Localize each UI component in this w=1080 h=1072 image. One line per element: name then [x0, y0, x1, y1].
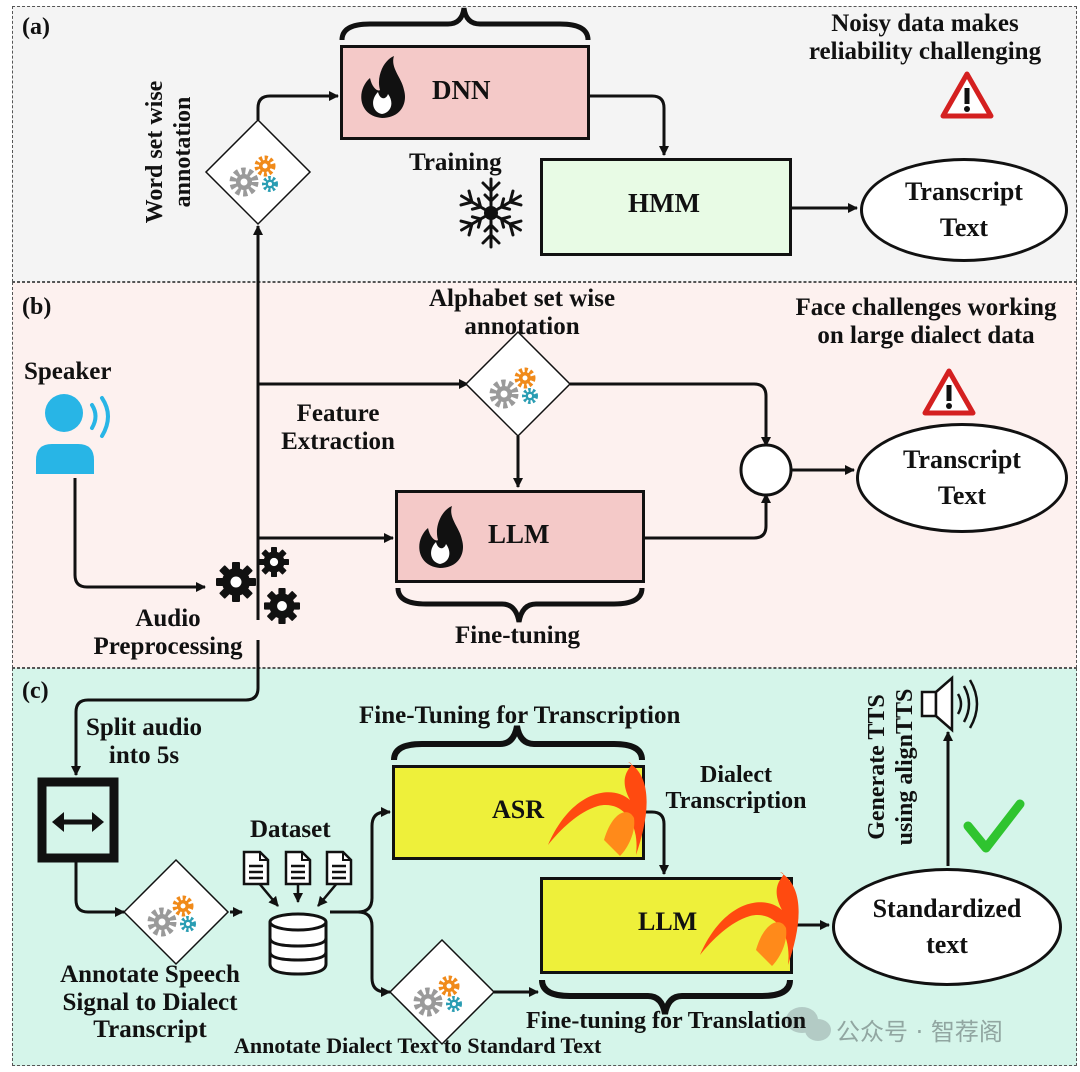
gears-icon: [390, 940, 494, 1044]
split-icon: [37, 777, 119, 863]
split-line1: Split audio: [85, 714, 203, 741]
alphabet-annotation-label: Alphabet set wise annotation: [429, 285, 615, 340]
fire-icon: [419, 506, 464, 568]
split-audio-label: Split audio into 5s: [86, 714, 202, 769]
annotate-text-label: Annotate Dialect Text to Standard Text: [234, 1033, 602, 1058]
standardized-line1: Standardized: [872, 893, 1022, 923]
transcript-text-b: Transcript Text: [856, 423, 1068, 533]
brace-asr: [391, 725, 645, 761]
speaker-label: Speaker: [24, 358, 112, 385]
dialect-line1: Dialect: [700, 762, 772, 788]
tts-line2: using alignTTS: [891, 688, 918, 846]
sound-icon: [920, 675, 979, 733]
connector-lines-c: [71, 640, 953, 997]
combine-circle: [739, 443, 793, 497]
annotation-line2: annotation: [464, 312, 580, 340]
fire-icon: [361, 56, 406, 118]
gears-icon: [466, 332, 570, 436]
warning-line1: Face challenges working: [795, 294, 1057, 321]
brace-llm-c: [539, 979, 793, 1015]
warning-icon: [922, 368, 976, 416]
brace-dnn: [339, 7, 591, 41]
transcript-line1: Transcript: [905, 176, 1023, 206]
annotate-speech-line3: Transcript: [93, 1016, 207, 1043]
warning-icon: [940, 71, 994, 119]
dialect-transcription-label: Dialect Transcription: [666, 762, 807, 815]
annotate-speech-label: Annotate Speech Signal to Dialect Transc…: [60, 961, 240, 1044]
llm-label-c: LLM: [638, 907, 698, 936]
llm-box-b: [395, 490, 645, 583]
dnn-label: DNN: [432, 75, 491, 105]
tts-line1: Generate TTS: [864, 694, 890, 840]
connector-lines-a: [256, 91, 858, 213]
audio-preprocessing-label: Audio Preprocessing: [93, 605, 242, 660]
tts-label: Generate TTS using alignTTS: [864, 662, 922, 872]
feature-extraction-label: Feature Extraction: [281, 400, 395, 455]
panel-b-label: (b): [22, 294, 52, 320]
snowflake-icon: [456, 177, 526, 249]
feature-line2: Extraction: [281, 427, 395, 455]
annotation-line1: Word set wise: [142, 80, 168, 224]
dataset-label: Dataset: [250, 816, 331, 843]
annotation-line2: annotation: [169, 96, 196, 208]
database-icon: [268, 912, 328, 976]
speaker-icon: [36, 394, 110, 474]
panel-c-label: (c): [22, 678, 49, 704]
transcript-line2: Text: [937, 481, 987, 510]
warning-line1: Noisy data makes: [831, 10, 1019, 37]
warning-line2: reliability challenging: [808, 37, 1042, 65]
dataset-arrows: [257, 881, 339, 907]
wechat-icon: [786, 1007, 831, 1041]
training-label: Training: [409, 149, 502, 176]
document-icon: [284, 850, 312, 886]
standardized-line2: text: [926, 930, 968, 959]
panel-a-label: (a): [22, 14, 50, 40]
fire-icon: [700, 872, 799, 966]
panel-c: [12, 668, 1077, 1066]
annotate-speech-line2: Signal to Dialect: [62, 988, 238, 1016]
document-icon: [325, 850, 353, 886]
document-icon: [242, 850, 270, 886]
audio-line1: Audio: [135, 605, 201, 632]
gears-icon: [206, 120, 310, 224]
feature-line1: Feature: [296, 400, 380, 427]
llm-label-b: LLM: [488, 519, 550, 549]
fire-icon: [548, 762, 647, 856]
transcript-line2: Text: [939, 213, 989, 242]
finetuning-label: Fine-tuning: [455, 622, 581, 649]
asr-box: [392, 765, 645, 860]
llm-box-c: [540, 877, 793, 974]
word-set-annotation-label: Word set wise annotation: [142, 52, 202, 252]
ft-translation-label: Fine-tuning for Translation: [526, 1008, 807, 1034]
split-line2: into 5s: [108, 741, 180, 769]
transcript-line1: Transcript: [903, 444, 1021, 474]
dialect-line2: Transcription: [665, 788, 807, 815]
check-icon: [963, 799, 1025, 853]
watermark: 公众号 · 智荐阁: [836, 1018, 1003, 1046]
brace-llm-b: [395, 587, 645, 623]
hmm-box: [540, 158, 792, 256]
warning-text-b: Face challenges working on large dialect…: [795, 294, 1056, 349]
standardized-text: Standardized text: [832, 868, 1062, 986]
gears-icon: [124, 860, 228, 964]
hmm-label: HMM: [628, 188, 700, 218]
asr-label: ASR: [492, 795, 545, 824]
annotation-line1: Alphabet set wise: [428, 285, 616, 312]
warning-text-a: Noisy data makes reliability challenging: [809, 10, 1041, 65]
warning-line2: on large dialect data: [817, 321, 1035, 349]
annotate-speech-line1: Annotate Speech: [60, 961, 240, 988]
ft-transcription-label: Fine-Tuning for Transcription: [359, 702, 681, 729]
audio-line2: Preprocessing: [93, 632, 243, 660]
connector-lines-b: [73, 225, 855, 620]
transcript-text-a: Transcript Text: [860, 158, 1068, 262]
